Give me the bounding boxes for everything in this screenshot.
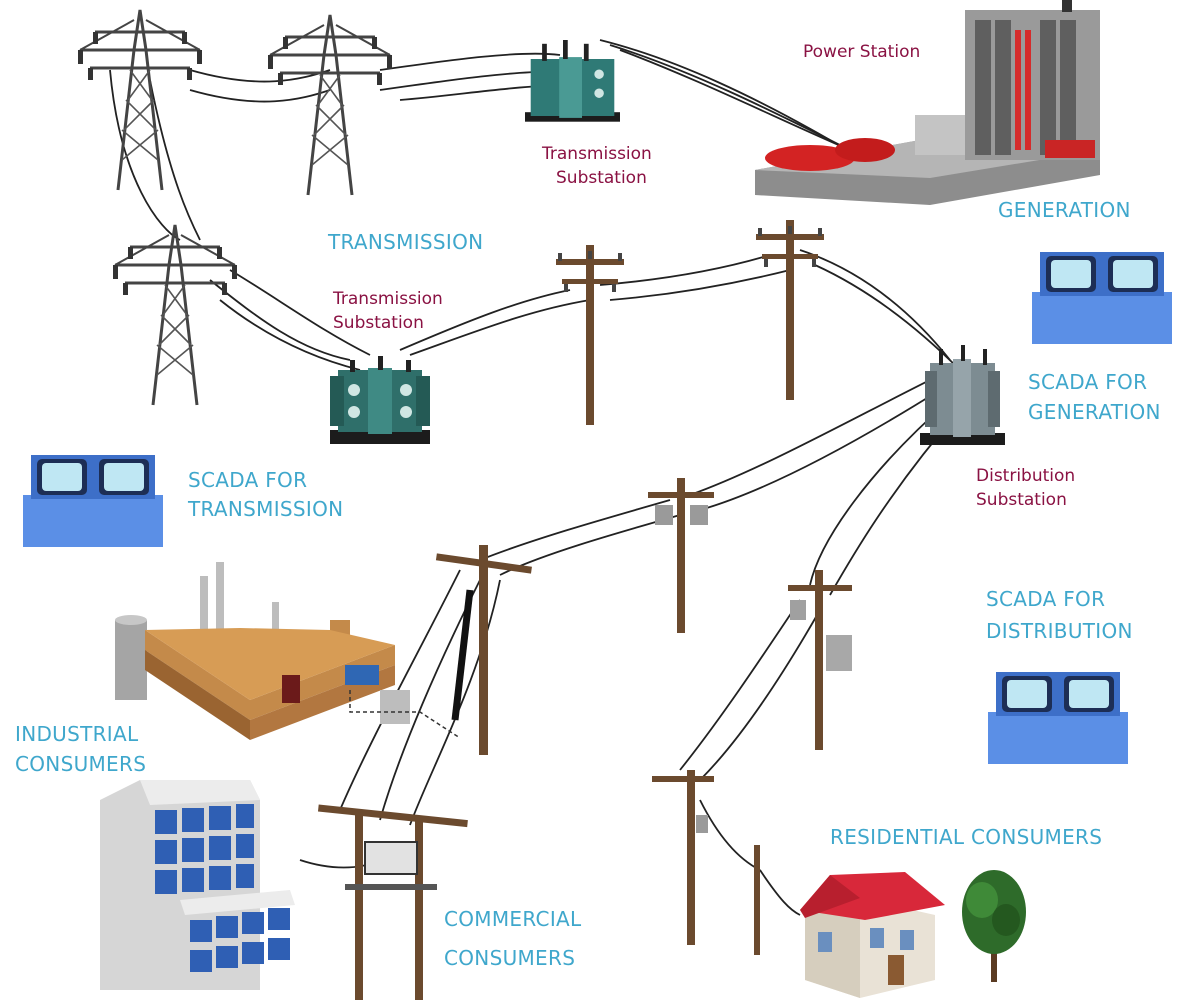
transmission-substation-mid-label-line2: Substation (333, 313, 424, 333)
transmission-label: TRANSMISSION (328, 230, 484, 254)
transmission-tower-2 (266, 13, 394, 197)
transmission-substation-top (525, 40, 620, 122)
scada-generation-label-line2: GENERATION (1028, 400, 1161, 424)
residential-house (800, 872, 945, 998)
power-station-label: Power Station (803, 42, 921, 62)
industrial-consumers-label-line2: CONSUMERS (15, 752, 147, 776)
pole-1 (556, 245, 624, 425)
transmission-substation-mid (330, 356, 430, 444)
residential-consumers-label: RESIDENTIAL CONSUMERS (830, 825, 1103, 849)
distribution-substation-label-line1: Distribution (976, 466, 1076, 486)
pole-2 (756, 220, 824, 400)
distribution-substation (920, 345, 1005, 445)
generation-label: GENERATION (998, 198, 1131, 222)
industrial-consumers-label-line1: INDUSTRIAL (15, 722, 139, 746)
scada-distribution-label-line2: DISTRIBUTION (986, 619, 1133, 643)
distribution-substation-label-line2: Substation (976, 490, 1067, 510)
power-lines (109, 39, 961, 916)
scada-generation-label-line1: SCADA FOR (1028, 370, 1148, 394)
distribution-pole-commercial (435, 545, 532, 755)
scada-generation-station (1032, 252, 1172, 344)
scada-distribution-label-line1: SCADA FOR (986, 587, 1106, 611)
transmission-substation-mid-label-line1: Transmission (333, 289, 443, 309)
distribution-pole-center (648, 478, 714, 633)
power-station (755, 0, 1100, 205)
transmission-substation-top-label-line1: Transmission (542, 144, 652, 164)
commercial-building (100, 780, 295, 990)
scada-distribution-station (988, 672, 1128, 764)
scada-transmission-station (23, 455, 163, 547)
residential-poles (652, 770, 760, 955)
scada-transmission-label-line2: TRANSMISSION (188, 497, 344, 521)
commercial-consumers-label-line1: COMMERCIAL (444, 907, 582, 931)
commercial-poles (317, 804, 468, 1000)
scada-transmission-label-line1: SCADA FOR (188, 468, 308, 492)
distribution-pole-residential (788, 570, 852, 750)
commercial-consumers-label-line2: CONSUMERS (444, 946, 576, 970)
transmission-substation-top-label-line2: Substation (556, 168, 647, 188)
tree (962, 870, 1026, 982)
industrial-plant (115, 562, 461, 740)
transmission-tower-3 (111, 223, 239, 407)
transmission-tower-1 (76, 8, 204, 192)
